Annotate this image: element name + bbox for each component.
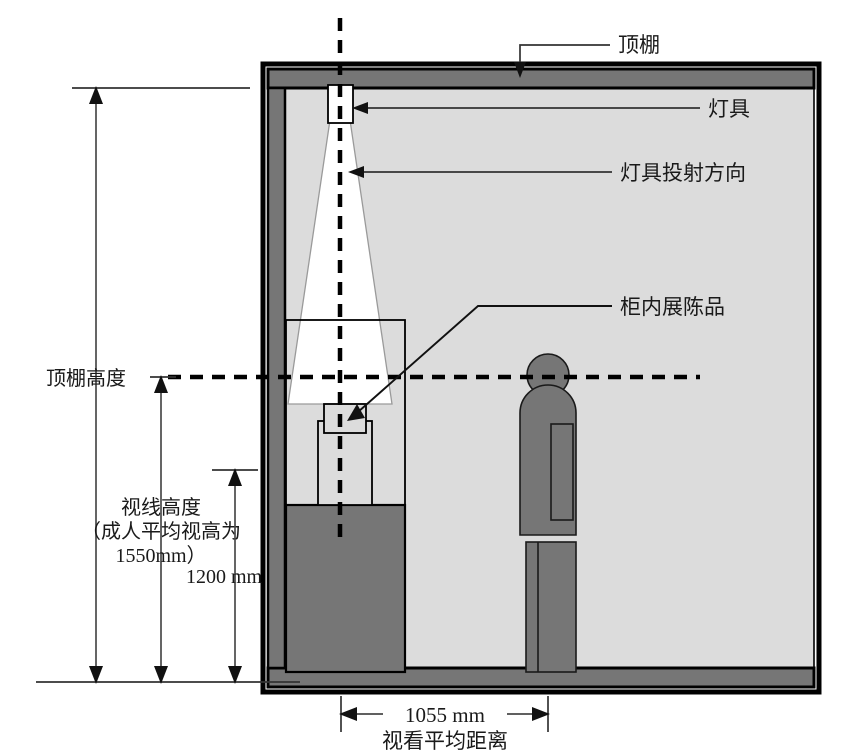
- luminaire-leader-arrow: [352, 102, 368, 114]
- dimension-sight-height: 视线高度 （成人平均视高为 1550mm）: [81, 375, 241, 684]
- dimension-extension-lines: [36, 87, 300, 683]
- display-case: [284, 319, 407, 674]
- sight-height-label-3: 1550mm）: [115, 544, 206, 567]
- ceiling-leader-arrow: [514, 62, 526, 78]
- dimension-viewing-distance: 1055 mm 视看平均距离: [339, 696, 550, 753]
- beam-direction-label: 灯具投射方向: [620, 161, 746, 185]
- luminaire-label: 灯具: [708, 97, 750, 121]
- ceiling-height-arrow-top: [89, 86, 103, 104]
- ceiling-leader-line: [519, 44, 610, 66]
- callout-luminaire: 灯具: [352, 97, 750, 121]
- exhibit-leader-arrow: [347, 404, 365, 421]
- callout-beam-direction: 灯具投射方向: [348, 161, 746, 185]
- sight-height-label-2: （成人平均视高为: [81, 520, 241, 543]
- case-height-arrow-bottom: [228, 666, 242, 684]
- callout-exhibit: 柜内展陈品: [347, 295, 725, 421]
- dimension-case-height: 1200 mm: [186, 468, 263, 684]
- exhibit-pedestal: [317, 420, 373, 506]
- case-height-arrow-top: [228, 468, 242, 486]
- exhibit-leader-line: [357, 305, 612, 413]
- case-height-value: 1200 mm: [186, 566, 263, 588]
- ceiling-label: 顶棚: [618, 33, 660, 57]
- ceiling-height-label: 顶棚高度: [46, 367, 126, 390]
- visitor-figure: [519, 353, 577, 673]
- sight-height-arrow-top: [154, 375, 168, 393]
- viewdist-arrow-right: [532, 707, 550, 721]
- viewing-distance-label: 视看平均距离: [382, 729, 508, 753]
- figure-legs: [525, 541, 577, 673]
- viewing-distance-value: 1055 mm: [405, 703, 485, 727]
- callout-ceiling: 顶棚: [514, 33, 660, 78]
- ceiling-height-arrow-bottom: [89, 666, 103, 684]
- dimension-ceiling-height: 顶棚高度: [46, 86, 126, 684]
- sight-height-label-1: 视线高度: [121, 496, 201, 519]
- viewdist-value-backing: [383, 700, 507, 727]
- beam-leader-arrow: [348, 166, 364, 178]
- figure-arm: [550, 423, 574, 521]
- sight-height-arrow-bottom: [154, 666, 168, 684]
- exhibit-label: 柜内展陈品: [620, 295, 725, 319]
- case-base-cabinet: [284, 503, 407, 674]
- viewdist-arrow-left: [339, 707, 357, 721]
